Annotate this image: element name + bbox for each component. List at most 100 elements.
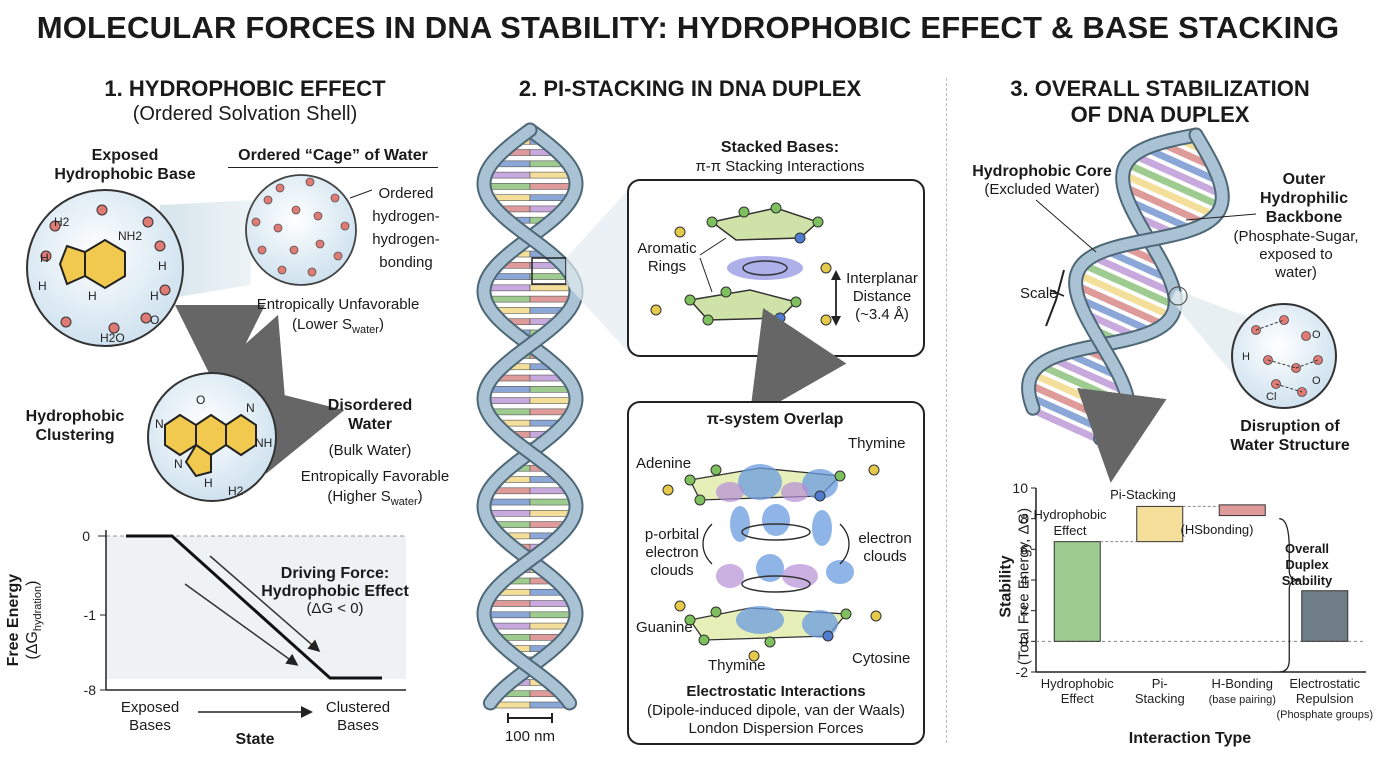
svg-text:-1: -1 <box>84 607 97 623</box>
stability-y-tick-label: 0 <box>1020 633 1028 649</box>
svg-text:H: H <box>40 251 49 265</box>
adenine-label: Adenine <box>636 455 692 472</box>
scale-bracket <box>1045 269 1065 327</box>
backbone-strand <box>478 124 582 709</box>
stability-bar <box>1136 505 1184 543</box>
unfavorable-label: Entropically Unfavorable <box>256 296 420 313</box>
cage-leader-line <box>349 189 373 199</box>
svg-text:H: H <box>204 476 213 490</box>
stability-category-label: Electrostatic <box>1289 676 1360 691</box>
base-pair <box>1124 160 1223 210</box>
energy-y-ticks: 0 -1 -8 <box>82 528 96 698</box>
page-title: MOLECULAR FORCES IN DNA STABILITY: HYDRO… <box>36 10 1340 45</box>
driving-force-label: Driving Force: <box>280 565 390 582</box>
stacked-bases-title: Stacked Bases: <box>720 139 840 156</box>
exposed-base-label: Exposed Hydrophobic Base <box>54 147 196 183</box>
ordered-hbond-label: Ordered hydrogen- hydrogen- bonding <box>372 185 440 271</box>
svg-text:-8: -8 <box>84 682 97 698</box>
stability-category-label: (base pairing) <box>1209 694 1276 706</box>
backbone-leader <box>1185 213 1257 221</box>
svg-text:N: N <box>246 401 255 415</box>
svg-text:NH2: NH2 <box>118 229 142 243</box>
core-leader <box>1035 199 1097 253</box>
arrow-to-cluster <box>174 304 265 395</box>
stability-category-label: Hydrophobic <box>1041 676 1114 691</box>
zoom-cone-3 <box>1171 290 1251 390</box>
energy-y-label: Free Energy(ΔGhydration) <box>4 573 45 667</box>
stability-bar <box>1053 541 1101 642</box>
base-pair <box>1121 171 1217 219</box>
energy-curve <box>126 534 382 680</box>
base-pair <box>1074 282 1166 328</box>
svg-text:Cl: Cl <box>1266 391 1276 403</box>
stability-chart: -20246810HydrophobicEffectPi-StackingH-B… <box>1012 480 1373 721</box>
stability-y-tick-label: 8 <box>1020 511 1028 527</box>
water-cage <box>245 174 357 286</box>
stability-brace <box>1279 518 1300 673</box>
base-pair <box>1075 270 1174 320</box>
svg-text:O: O <box>1312 329 1321 341</box>
scale-label: Scale <box>1020 285 1058 302</box>
dna-helix <box>476 122 584 711</box>
hbond-bar-label: (HSbonding) <box>1180 522 1254 537</box>
guanine-label: Guanine <box>636 619 693 636</box>
base-pair <box>1090 253 1176 297</box>
svg-text:H2O: H2O <box>100 331 125 345</box>
electron-clouds-label: electron clouds <box>858 530 912 565</box>
stability-x-label: Interaction Type <box>1128 730 1252 747</box>
exposed-base-atom-labels: H2 NH2 H H H H H O H2O <box>38 215 167 345</box>
stability-bar <box>1218 504 1266 517</box>
arrow-to-cage <box>202 314 287 416</box>
core-label: Hydrophobic Core <box>972 163 1112 180</box>
cluster-atom-labels: N N NH N H O H2 <box>155 393 272 498</box>
base-pair <box>1049 355 1128 395</box>
water-molecules <box>40 204 171 334</box>
unfavorable-sub: (Lower Swater) <box>292 316 384 336</box>
purine-molecule <box>58 238 126 290</box>
zoom-cone-2 <box>566 188 630 354</box>
stability-category-label: Stacking <box>1135 691 1185 706</box>
disordered-label: Disordered Water <box>327 397 413 433</box>
hydrophobic-bar-label: Hydrophobic Effect <box>1033 507 1107 538</box>
svg-text:O: O <box>1312 375 1321 387</box>
stability-category-label: Pi- <box>1152 676 1168 691</box>
driving-force-label-3: (ΔG < 0) <box>306 600 364 617</box>
arrow-to-disordered <box>246 385 345 474</box>
stability-bar <box>1301 590 1349 642</box>
disruption-label: Disruption of Water Structure <box>1230 418 1350 454</box>
stability-y-tick-label: 4 <box>1020 572 1028 588</box>
base-pair <box>1076 295 1154 335</box>
base-pair <box>1103 247 1172 283</box>
electrostatic-sub: (Dipole-induced dipole, van der Waals) <box>647 702 905 719</box>
stability-y-tick-label: 6 <box>1020 541 1028 557</box>
cytosine-label: Cytosine <box>852 650 911 667</box>
energy-x-label: State <box>235 731 275 748</box>
pi-overlap-illustration <box>662 464 882 662</box>
porbital-label: p-orbital electron clouds <box>644 526 700 579</box>
pi-bar-label: Pi-Stacking <box>1110 487 1176 502</box>
base-pair <box>1126 197 1194 233</box>
overall-stability-label: Overall Duplex Stability <box>1281 541 1333 588</box>
thymine-top-label: Thymine <box>848 435 906 452</box>
svg-text:H: H <box>150 289 159 303</box>
stability-category-label: H-Bonding <box>1212 676 1273 691</box>
panel3-heading: 3. OVERALL STABILIZATION OF DNA DUPLEX <box>1010 76 1310 127</box>
base-pair <box>1132 152 1224 198</box>
panel1-heading: 1. HYDROPHOBIC EFFECT <box>104 76 386 101</box>
aromatic-rings-label: Aromatic Rings <box>637 240 697 275</box>
panel1-subheading: (Ordered Solvation Shell) <box>132 103 358 125</box>
outer-backbone-sub: (Phosphate-Sugar, exposed to water) <box>1233 228 1359 281</box>
svg-text:H: H <box>88 289 97 303</box>
panel2-heading: 2. PI-STACKING IN DNA DUPLEX <box>518 76 862 101</box>
cage-water-nodes <box>251 177 350 277</box>
overlap-title: π-system Overlap <box>706 411 844 428</box>
stability-category-label: (Phosphate groups) <box>1276 709 1373 721</box>
svg-text:O: O <box>196 393 205 407</box>
scale-bar-label: 100 nm <box>504 728 556 745</box>
electrostatic-title: Electrostatic Interactions <box>686 683 866 700</box>
cage-label: Ordered “Cage” of Water <box>228 146 438 168</box>
outer-backbone-label: Outer Hydrophilic Backbone <box>1259 171 1348 226</box>
svg-text:H2: H2 <box>228 484 244 498</box>
svg-text:H: H <box>158 259 167 273</box>
panel1-graphics: H2 NH2 H H H H H O H2O N N NH N H O H2 <box>26 122 925 745</box>
